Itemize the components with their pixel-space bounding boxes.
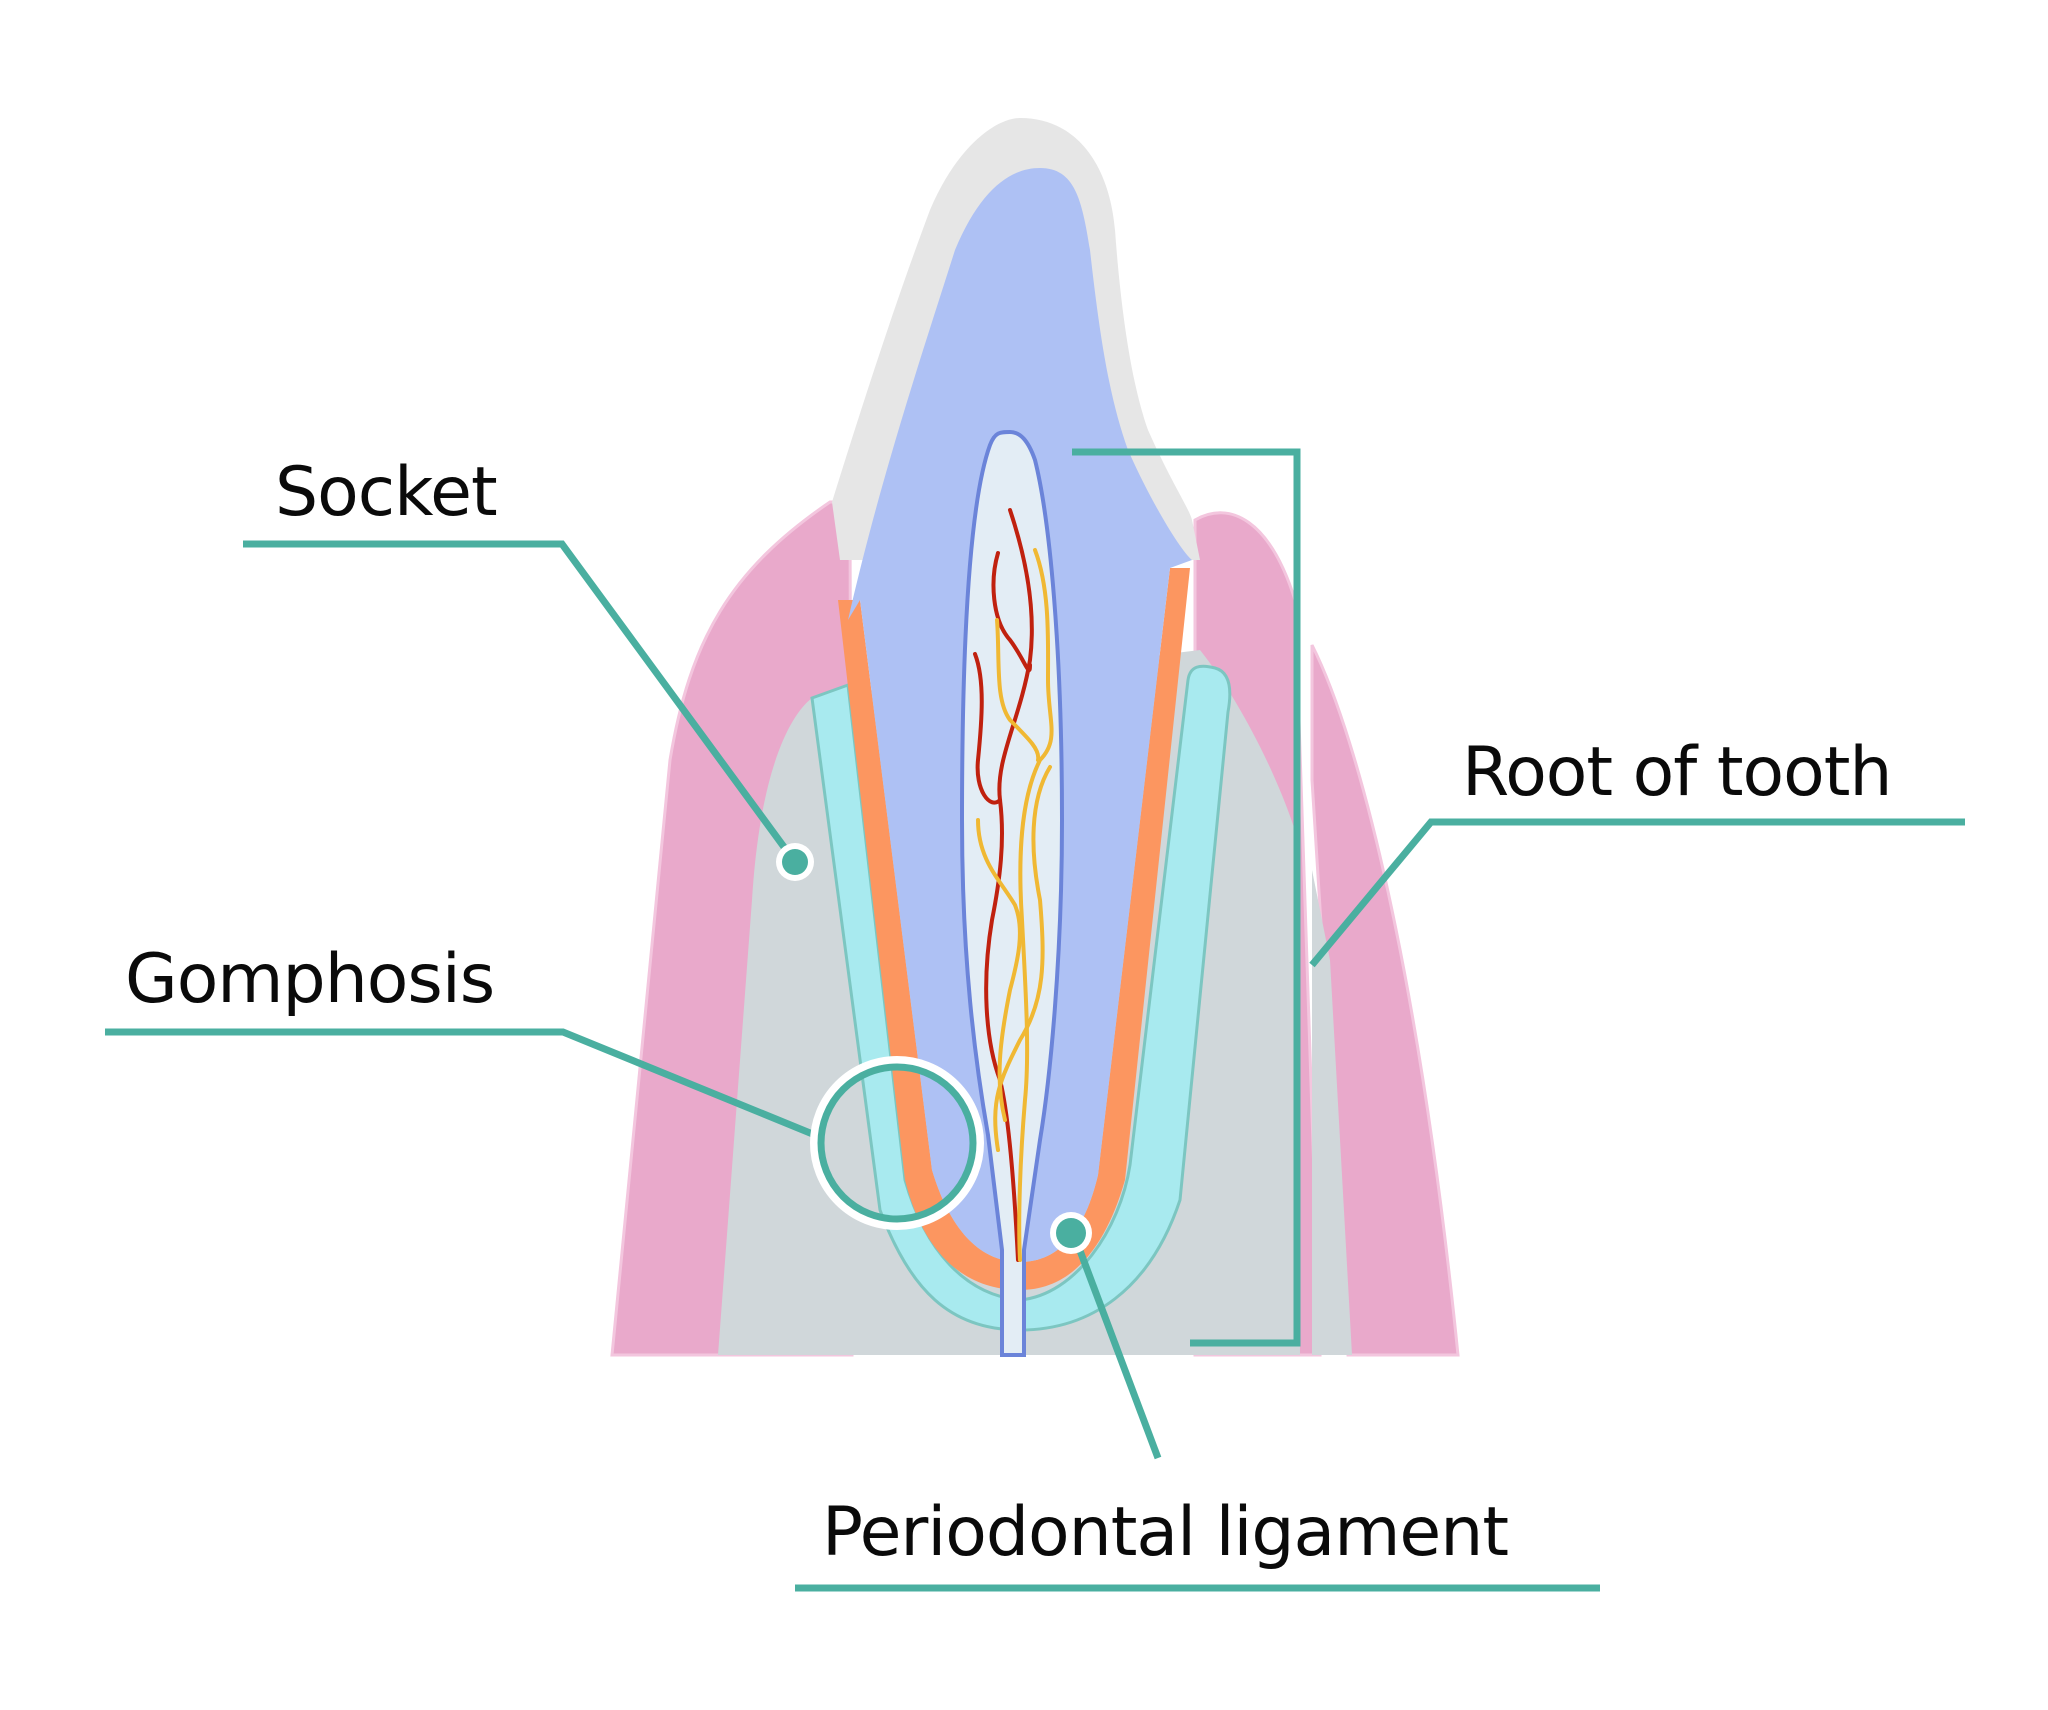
periodontal-marker xyxy=(1050,1212,1092,1254)
blood-vessels xyxy=(973,508,1034,1262)
root-bracket-leader xyxy=(1072,448,1301,1347)
nerves xyxy=(976,548,1054,1262)
root-label: Root of tooth xyxy=(1462,733,1891,812)
periodontal-label: Periodontal ligament xyxy=(822,1493,1508,1572)
root-leader xyxy=(1309,818,1965,968)
pulp xyxy=(959,429,1065,1357)
nerve-1 xyxy=(1017,548,1054,1262)
socket-leader xyxy=(243,540,798,865)
periodontal-leader xyxy=(1069,1230,1162,1460)
gomphosis-highlight xyxy=(810,1056,984,1230)
socket-label: Socket xyxy=(275,453,497,532)
artery-3 xyxy=(973,652,1002,805)
nerve-4 xyxy=(976,818,1022,1122)
gomphosis-leader xyxy=(105,1028,817,1139)
right-gum-outer xyxy=(1310,644,1460,1357)
artery-1 xyxy=(984,508,1034,1262)
bone-right xyxy=(1312,870,1352,1355)
gomphosis-label: Gomphosis xyxy=(125,940,494,1019)
artery-2 xyxy=(991,551,1032,673)
socket-marker xyxy=(776,843,814,881)
nerve-2 xyxy=(995,618,1041,762)
